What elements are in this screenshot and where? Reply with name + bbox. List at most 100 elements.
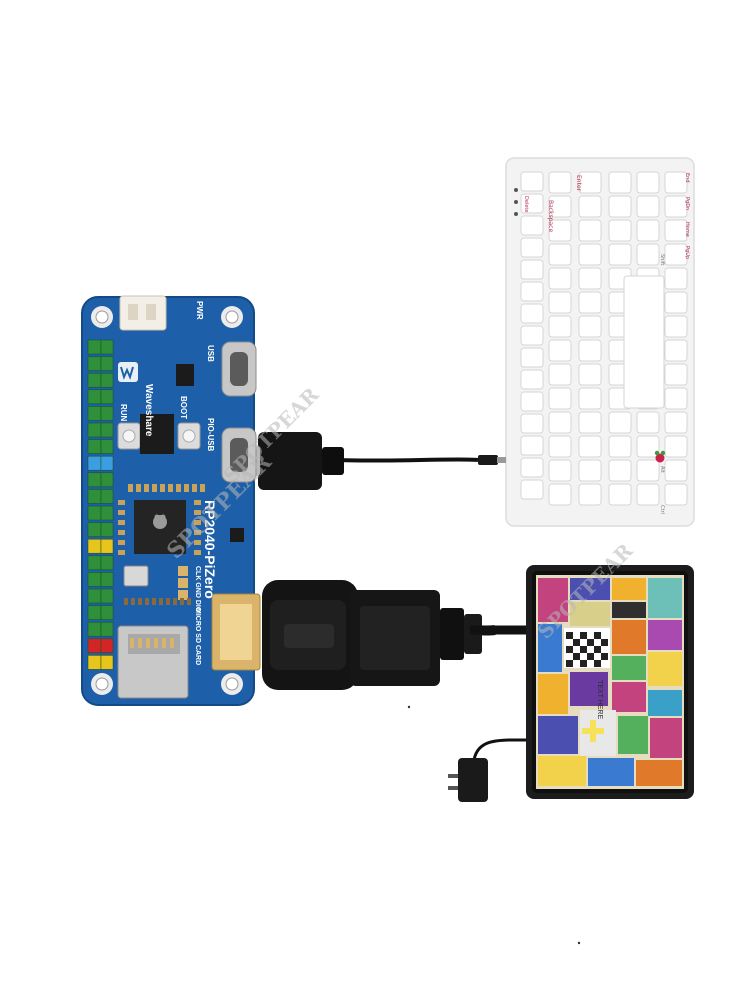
smd-capacitor <box>124 598 128 605</box>
smd-resistor <box>194 500 201 505</box>
flash-chip <box>140 414 174 454</box>
smd-capacitor <box>152 598 156 605</box>
debug-pads <box>178 566 188 600</box>
keyboard-key <box>608 411 632 434</box>
speck <box>577 941 581 945</box>
smd-resistor <box>118 500 125 505</box>
smd-resistor <box>176 484 181 492</box>
keyboard-key <box>520 435 544 456</box>
keyboard-key <box>664 387 688 410</box>
hdmi-cable <box>262 580 530 690</box>
keyboard-key <box>520 281 544 302</box>
keyboard-key <box>578 315 602 338</box>
artwork-tile <box>538 716 578 754</box>
header-pin <box>87 621 102 637</box>
keyboard-key <box>664 315 688 338</box>
header-pin <box>87 522 102 537</box>
crystal <box>123 565 149 587</box>
run-button <box>117 422 141 450</box>
header-pin <box>100 356 114 371</box>
smd-capacitor <box>187 598 191 605</box>
header-pin <box>100 638 114 654</box>
pwr-label: PWR <box>195 301 204 320</box>
gpio-header <box>87 339 114 670</box>
keyboard-key <box>520 391 544 412</box>
smd-resistor <box>118 530 125 535</box>
keyboard-key <box>636 411 660 434</box>
keyboard-key <box>520 457 544 478</box>
artwork-tile <box>570 672 608 706</box>
header-pin <box>100 522 114 537</box>
header-pin <box>87 588 102 604</box>
indicator-led <box>514 188 518 192</box>
keyboard-key <box>608 435 632 458</box>
key-home-label: Home <box>684 222 690 237</box>
header-pin <box>87 555 102 571</box>
artwork-cross <box>582 728 604 734</box>
header-pin <box>100 389 114 405</box>
keyboard-key <box>664 459 688 482</box>
artwork-checker <box>580 632 587 639</box>
keyboard-key <box>664 243 688 266</box>
keyboard-key <box>520 259 544 280</box>
keyboard-key <box>578 459 602 482</box>
mounting-hole <box>221 673 243 695</box>
artwork-tile <box>538 624 562 672</box>
artwork-tile <box>538 674 568 714</box>
smd-resistor <box>194 530 201 535</box>
artwork-tile <box>648 620 682 650</box>
key-delete-label: Delete <box>523 196 529 212</box>
debug-label: CLK GND DIO <box>194 566 201 613</box>
artwork-checker <box>580 660 587 667</box>
artwork-tile <box>612 682 646 712</box>
artwork-checker <box>594 660 601 667</box>
small-chip <box>230 528 244 542</box>
regulator-chip <box>176 364 194 386</box>
sd-label: MICRO SD CARD <box>194 608 201 665</box>
smd-capacitor <box>138 598 142 605</box>
mounting-hole <box>91 673 113 695</box>
header-pin <box>100 572 114 587</box>
key-enter-label: Enter <box>575 175 582 192</box>
keyboard-key <box>578 219 602 242</box>
keyboard-key <box>520 369 544 390</box>
keyboard-key <box>548 243 572 266</box>
header-pin <box>87 422 102 438</box>
key-end-label: End <box>684 173 690 183</box>
keyboard-key <box>520 325 544 346</box>
header-pin <box>100 472 114 488</box>
key-ctrl-label: Ctrl <box>659 505 665 514</box>
key-pgdn-label: PgDn <box>684 197 690 210</box>
display-artwork <box>536 575 684 789</box>
header-pin <box>87 638 102 654</box>
smd-resistor <box>200 484 205 492</box>
keyboard-key <box>548 339 572 362</box>
keyboard-key <box>578 435 602 458</box>
smd-components <box>118 484 205 605</box>
smd-resistor <box>194 550 201 555</box>
keyboard-key <box>520 479 544 500</box>
keyboard-key <box>608 483 632 506</box>
smd-resistor <box>118 510 125 515</box>
keyboard: Backspace Enter Delete Alt Ctrl Shift En… <box>505 157 695 527</box>
header-pin <box>87 655 102 670</box>
header-pin <box>87 356 102 371</box>
artwork-checker <box>566 646 573 653</box>
artwork-tile <box>648 690 682 716</box>
keyboard-key <box>548 219 572 242</box>
usb-c-port <box>221 341 257 397</box>
header-pin <box>87 372 102 388</box>
smd-resistor <box>194 510 201 515</box>
keyboard-key <box>578 195 602 218</box>
keyboard-key <box>578 363 602 386</box>
touch-display: TEXT HERE <box>448 565 694 802</box>
artwork-tile <box>612 620 646 654</box>
artwork-tile <box>538 756 586 786</box>
keyboard-key <box>520 413 544 434</box>
keyboard-key <box>608 195 632 218</box>
speck <box>407 705 411 709</box>
smd-resistor <box>184 484 189 492</box>
header-pin <box>100 588 114 604</box>
header-pin <box>100 505 114 521</box>
